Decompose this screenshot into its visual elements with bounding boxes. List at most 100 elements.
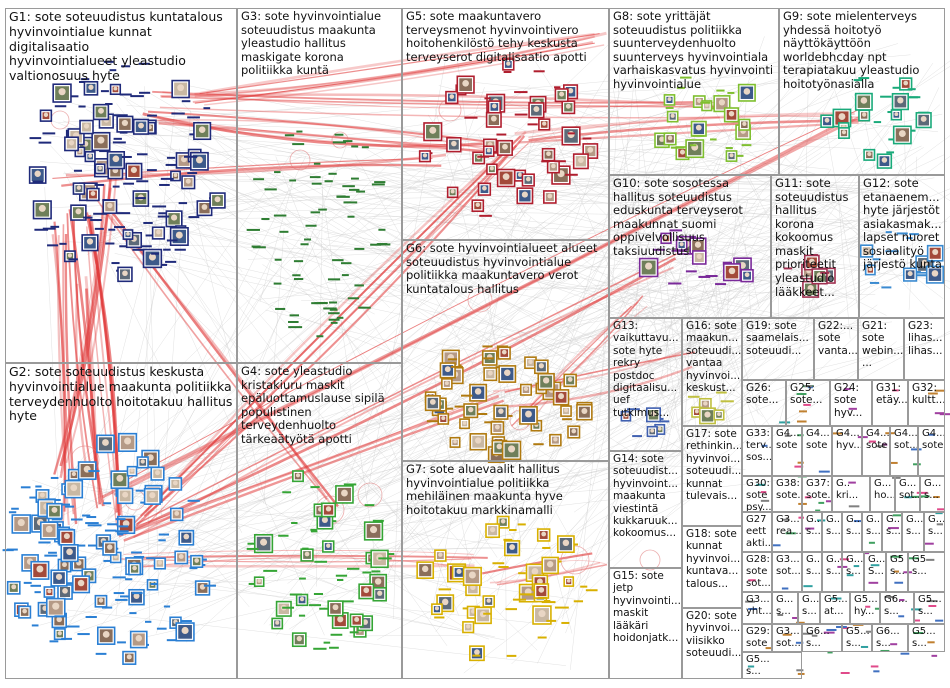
group-box-g47[interactable]: G... ho... <box>870 476 895 512</box>
group-box-g72[interactable]: G... s... <box>772 592 798 624</box>
group-label-g43: G4... sote <box>866 428 887 452</box>
group-box-g67[interactable]: G5... s... <box>908 624 945 652</box>
group-box-g18[interactable]: G18: sote kunnat hyvinvoi... kuntava... … <box>682 526 742 608</box>
group-label-g67: G5... s... <box>912 626 942 650</box>
group-label-g20: G20: sote hyvinvoi... viisikko soteuudi.… <box>686 610 739 660</box>
group-box-g37[interactable]: G37: sote... <box>802 476 832 512</box>
group-box-g7[interactable]: G7: sote aluevaalit hallitus hyvinvointi… <box>402 461 609 679</box>
group-box-g70[interactable]: G... s... <box>842 552 864 592</box>
group-box-g30[interactable]: G30: sote psy... <box>742 476 772 512</box>
group-box-g63[interactable]: G5 s... <box>886 552 908 592</box>
group-label-g17: G17: sote rethinkin... hyvinvoi... soteu… <box>686 428 739 502</box>
group-box-g54[interactable]: G... s... <box>882 512 902 552</box>
group-box-g49[interactable]: G... s... <box>920 476 945 512</box>
group-box-g3[interactable]: G3: sote hyvinvointialue soteuudistus ma… <box>237 8 402 363</box>
group-box-g69[interactable]: G... s... <box>822 552 842 592</box>
group-box-g52[interactable]: G... s... <box>842 512 862 552</box>
group-box-g50[interactable]: G... s... <box>802 512 822 552</box>
node-label-dash[interactable] <box>873 670 879 672</box>
group-box-g58[interactable]: G5... at... <box>820 592 850 624</box>
group-box-g27[interactable]: G27 eett akti... <box>742 512 772 552</box>
group-box-g64[interactable]: G5... hy... <box>850 592 880 624</box>
group-box-g65[interactable]: G5 s... <box>908 552 945 592</box>
group-label-g71: G... S... <box>868 554 883 578</box>
group-box-g39[interactable]: G3... sot... <box>772 624 802 652</box>
group-box-g60[interactable]: G6... s... <box>802 624 842 652</box>
group-box-g10[interactable]: G10: sote sosotessa hallitus soteuudistu… <box>609 175 771 318</box>
group-box-g43[interactable]: G4... sote <box>862 426 890 476</box>
group-box-g17[interactable]: G17: sote rethinkin... hyvinvoi... soteu… <box>682 426 742 526</box>
group-box-g62[interactable]: G5... s... <box>842 624 872 652</box>
group-box-g31[interactable]: G31: etäy... <box>872 380 908 426</box>
group-box-g46[interactable]: G.. kri... <box>832 476 870 512</box>
group-box-g53[interactable]: G... s... <box>862 512 882 552</box>
group-box-g4[interactable]: G4: sote yleastudio kristakiuru maskit e… <box>237 363 402 679</box>
group-box-g33[interactable]: G33: terv... sos... <box>742 426 772 476</box>
group-box-g32[interactable]: G32: kultt... <box>908 380 945 426</box>
group-box-g40[interactable]: G4... sote <box>772 426 802 476</box>
group-label-g51: G.. s... <box>826 514 839 538</box>
group-box-g20[interactable]: G20: sote hyvinvoi... viisikko soteuudi.… <box>682 608 742 679</box>
group-box-g61[interactable]: G5... s... <box>914 592 945 624</box>
group-box-g38[interactable]: G38: sote... <box>772 476 802 512</box>
group-label-g66: G6... s... <box>876 626 905 650</box>
group-box-g9[interactable]: G9: sote mielenterveys yhdessä hoitotyö … <box>779 8 945 175</box>
group-box-g36[interactable]: G3... sot... <box>772 552 802 592</box>
group-box-g2[interactable]: G2: sote soteuudistus keskusta hyvinvoin… <box>5 363 237 679</box>
group-label-g5: G5: sote maakuntavero terveysmenot hyvin… <box>406 10 606 64</box>
group-box-g41[interactable]: G4... sote <box>802 426 832 476</box>
group-label-g9: G9: sote mielenterveys yhdessä hoitotyö … <box>783 10 942 91</box>
group-box-g12[interactable]: G12: sote etanaenem... hyte järjestöt as… <box>859 175 945 318</box>
group-label-g59: G6... s... <box>884 594 911 618</box>
group-box-g48[interactable]: G... sot... <box>895 476 920 512</box>
group-box-g56[interactable]: G... s... <box>924 512 945 552</box>
group-box-g55[interactable]: G... s... <box>902 512 924 552</box>
group-box-g1[interactable]: G1: sote soteuudistus kuntatalous hyvinv… <box>5 8 237 363</box>
group-box-g25[interactable]: G25: sote... <box>786 380 830 426</box>
group-label-g34: G3... rea... <box>776 514 799 538</box>
group-box-g29[interactable]: G29: sote arv... <box>742 624 772 652</box>
node-label-dash[interactable] <box>901 653 910 655</box>
group-box-g68[interactable]: G5... s... <box>742 652 802 679</box>
group-box-g8[interactable]: G8: sote yrittäjät soteuudistus politiik… <box>609 8 779 175</box>
group-box-g13[interactable]: G13: vaikuttavu... sote hyte rekry postd… <box>609 318 682 451</box>
group-box-g34[interactable]: G3... rea... <box>772 512 802 552</box>
group-label-g57: G... s... <box>806 554 819 578</box>
group-label-g35: G3... yht... <box>746 594 769 618</box>
group-box-g51[interactable]: G.. s... <box>822 512 842 552</box>
group-label-g25: G25: sote... <box>790 382 827 407</box>
group-box-g5[interactable]: G5: sote maakuntavero terveysmenot hyvin… <box>402 8 609 240</box>
group-box-g22[interactable]: G22:... sote vanta... <box>814 318 858 380</box>
group-box-g11[interactable]: G11: sote soteuudistus hallitus korona k… <box>771 175 859 318</box>
group-label-g33: G33: terv... sos... <box>746 428 769 463</box>
group-box-g57[interactable]: G... s... <box>802 552 822 592</box>
group-box-g26[interactable]: G26: sote... <box>742 380 786 426</box>
group-box-g14[interactable]: G14: sote soteuudist... hyvinvoint... ma… <box>609 451 682 568</box>
group-box-g42[interactable]: G4... hyv... <box>832 426 862 476</box>
node-label-dash[interactable] <box>931 655 937 657</box>
group-box-g21[interactable]: G21: sote webin... ... <box>858 318 904 380</box>
group-box-g73[interactable]: G... s... <box>798 592 820 624</box>
group-box-g44[interactable]: G4... sot... <box>890 426 918 476</box>
group-box-g6[interactable]: G6: sote hyvinvointialueet alueet soteuu… <box>402 240 609 461</box>
node-label-dash[interactable] <box>841 672 850 674</box>
group-label-g61: G5... s... <box>918 594 942 618</box>
group-box-g19[interactable]: G19: sote saamelais... soteuudi... <box>742 318 814 380</box>
group-label-g15: G15: sote jetp hyvinvointi... maskit lää… <box>613 570 679 644</box>
group-box-g66[interactable]: G6... s... <box>872 624 908 652</box>
group-box-g59[interactable]: G6... s... <box>880 592 914 624</box>
node-label-dash[interactable] <box>871 665 879 667</box>
group-box-g15[interactable]: G15: sote jetp hyvinvointi... maskit lää… <box>609 568 682 679</box>
group-box-g23[interactable]: G23: lihas... lihas... <box>904 318 945 380</box>
group-box-g28[interactable]: G28: sote sot... <box>742 552 772 592</box>
group-box-g35[interactable]: G3... yht... <box>742 592 772 624</box>
group-box-g16[interactable]: G16: sote maakun... soteuudi... vantaa h… <box>682 318 742 426</box>
group-box-g71[interactable]: G... S... <box>864 552 886 592</box>
group-box-g24[interactable]: G24: sote hyv... <box>830 380 872 426</box>
group-box-g45[interactable]: G4... sote <box>918 426 945 476</box>
group-label-g8: G8: sote yrittäjät soteuudistus politiik… <box>613 10 776 91</box>
group-label-g41: G4... sote <box>806 428 829 452</box>
group-label-g42: G4... hyv... <box>836 428 859 452</box>
group-label-g55: G... s... <box>906 514 921 538</box>
